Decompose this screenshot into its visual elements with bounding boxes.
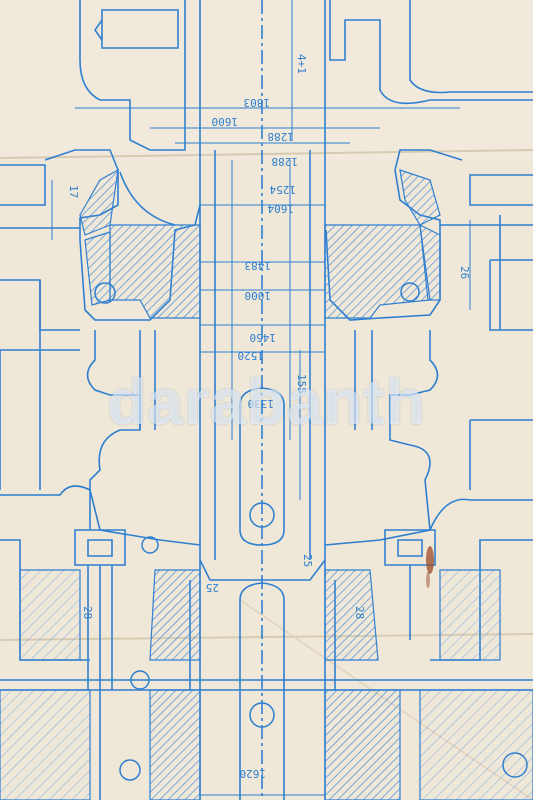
dim-label: 1604 xyxy=(267,202,294,215)
dim-label: 1330 xyxy=(248,397,275,410)
part-balloons xyxy=(94,282,528,781)
dim-label: 26 xyxy=(458,266,471,279)
dim-label: 1000 xyxy=(245,289,272,302)
dim-label: 25 xyxy=(301,554,314,567)
dim-label: 1520 xyxy=(238,349,265,362)
dim-label: 4+1 xyxy=(295,54,308,74)
dim-label: 1600 xyxy=(212,115,239,128)
dim-label: 1288 xyxy=(268,130,295,143)
dim-label: 155 xyxy=(295,374,308,394)
dimension-texts: 1803 1600 1288 1254 1604 1483 1000 1450 … xyxy=(67,54,471,780)
dim-label: 25 xyxy=(206,581,219,594)
rust-stain xyxy=(426,546,434,574)
dim-label: 17 xyxy=(67,185,80,198)
dimension-lines xyxy=(51,0,471,796)
dim-label: 1620 xyxy=(240,767,267,780)
dim-label: 1254 xyxy=(269,183,296,196)
fold-line xyxy=(0,149,533,159)
dim-label: 28 xyxy=(353,606,366,619)
dim-label: 1483 xyxy=(245,259,272,272)
dim-label: 1803 xyxy=(244,96,271,109)
dim-label: 1450 xyxy=(250,331,277,344)
dim-label: 28 xyxy=(81,606,94,619)
dim-label: 1288 xyxy=(272,155,299,168)
